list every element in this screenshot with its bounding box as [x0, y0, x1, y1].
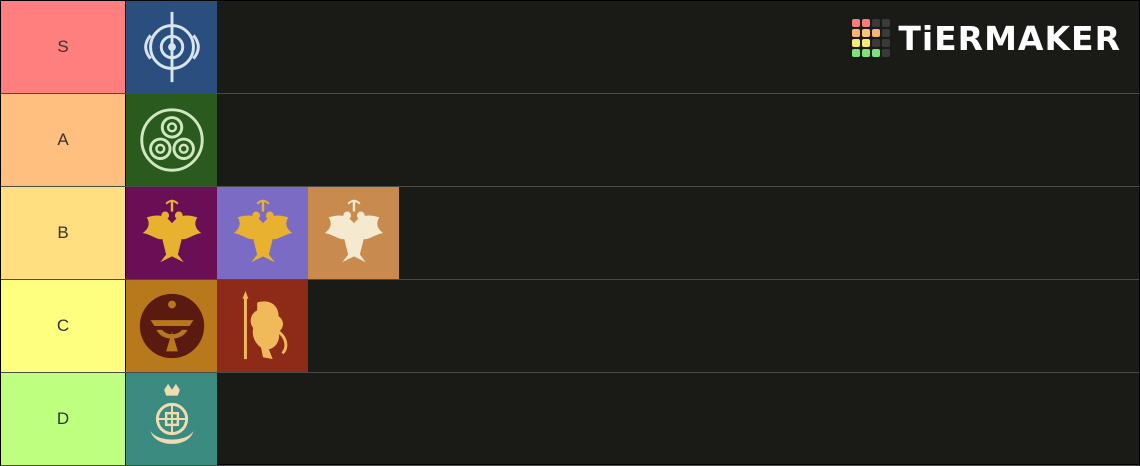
logo-grid-square	[852, 19, 861, 27]
dragon-knot-emblem-icon	[133, 8, 211, 86]
lion-rampant-spear-emblem-icon	[224, 287, 302, 365]
logo-grid-icon	[852, 19, 891, 57]
triskelion-spiral-emblem-icon	[133, 101, 211, 179]
tier-item[interactable]	[217, 280, 308, 372]
tier-row-b: B	[1, 187, 1139, 280]
tiermaker-logo[interactable]: TiERMAKER	[852, 19, 1121, 57]
tier-items	[126, 373, 217, 465]
logo-grid-square	[872, 39, 881, 47]
tier-items	[126, 1, 217, 93]
tier-item[interactable]	[217, 187, 308, 279]
tier-items	[126, 94, 217, 186]
bird-circle-emblem-icon	[133, 287, 211, 365]
tier-row-d: D	[1, 373, 1139, 466]
logo-grid-square	[862, 29, 871, 37]
tier-label[interactable]: A	[1, 94, 126, 186]
tier-item[interactable]	[126, 94, 217, 186]
tier-label[interactable]: S	[1, 1, 126, 93]
tier-row-s: S	[1, 1, 1139, 94]
tier-row-a: A	[1, 94, 1139, 187]
tier-items	[126, 187, 399, 279]
logo-grid-square	[882, 19, 891, 27]
logo-grid-square	[872, 49, 881, 57]
logo-grid-square	[882, 39, 891, 47]
double-eagle-sword-emblem-icon	[315, 194, 393, 272]
tier-item[interactable]	[126, 280, 217, 372]
tier-label[interactable]: C	[1, 280, 126, 372]
tier-item[interactable]	[308, 187, 399, 279]
double-eagle-fleur-emblem-icon	[224, 194, 302, 272]
double-eagle-laurel-emblem-icon	[133, 194, 211, 272]
logo-grid-square	[862, 39, 871, 47]
logo-grid-square	[852, 29, 861, 37]
logo-grid-square	[882, 49, 891, 57]
logo-grid-square	[852, 49, 861, 57]
logo-grid-square	[862, 49, 871, 57]
logo-grid-square	[882, 29, 891, 37]
tier-label[interactable]: D	[1, 373, 126, 465]
tier-row-c: C	[1, 280, 1139, 373]
tier-item[interactable]	[126, 1, 217, 93]
logo-grid-square	[852, 39, 861, 47]
logo-grid-square	[872, 29, 881, 37]
tier-item[interactable]	[126, 373, 217, 465]
logo-grid-square	[862, 19, 871, 27]
tier-items	[126, 280, 308, 372]
crescent-crown-knot-emblem-icon	[133, 380, 211, 458]
logo-grid-square	[872, 19, 881, 27]
tier-label[interactable]: B	[1, 187, 126, 279]
tier-item[interactable]	[126, 187, 217, 279]
logo-text: TiERMAKER	[898, 18, 1121, 58]
